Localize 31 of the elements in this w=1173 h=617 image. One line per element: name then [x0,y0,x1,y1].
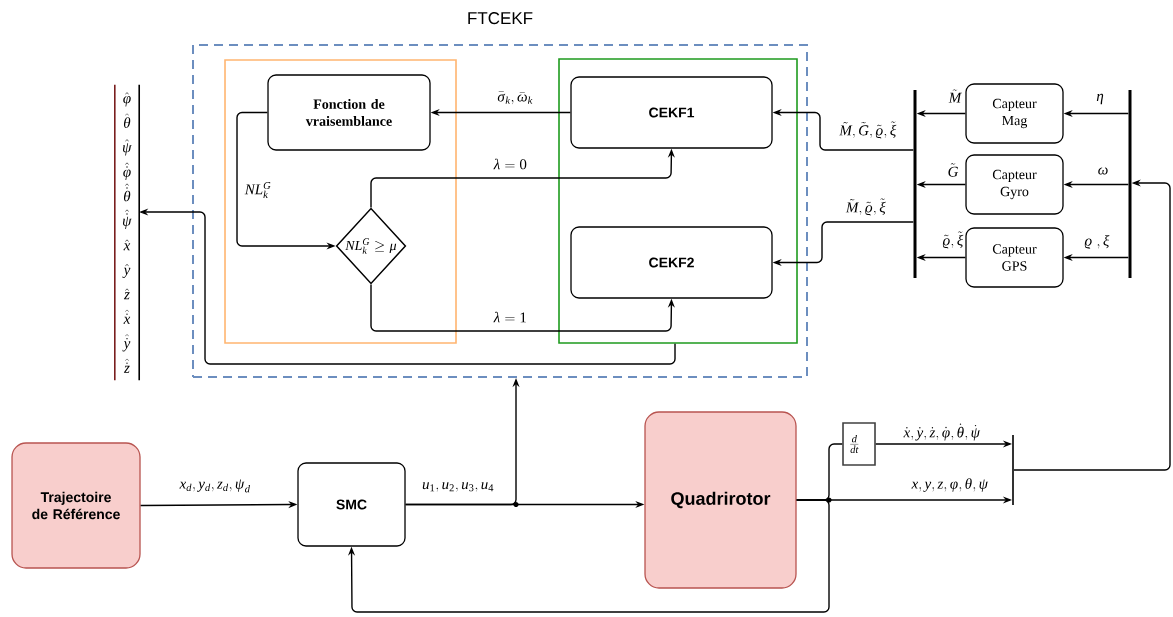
derivative-box: $\frac{d}{dt}$ [842,422,876,466]
edge-label: $\tilde{\varrho}, \tilde{\xi}$ [941,230,965,250]
edge-label: $\tilde{M}$ [947,88,963,104]
frame-title: FTCEKF [468,12,533,25]
edge-label: $u_1, u_2, u_3, u_4$ [421,481,495,493]
edge-label: $x, y, z, \phi, \theta, \psi$ [910,477,990,493]
filter-box: CEKF1 [570,76,773,149]
state-vector: $\hat{\phi}$ $\hat{\theta}$ $\hat{\psi}$ $\hat{\dot{\phi}}$ $\hat{\dot{\theta}}$ $\hat{\dot{\psi}}$ $\hat{x}$ $\hat{y}$ $\hat{z}$ $\hat{\dot{x}}$ $\hat{\dot{y}}$ $\hat{\dot{z}}$ [114,84,140,381]
sensor-box: Capteur GPS [965,227,1064,288]
controller-box: SMC [297,462,406,547]
edge-label: $\eta$ [1095,92,1105,106]
edge-label: $NL_k^G$ [243,181,273,199]
edge-label: $\omega$ [1096,166,1110,176]
group-frame [224,59,457,344]
edge-label: $\tilde{M}, \tilde{\varrho}, \tilde{\xi}$ [844,197,888,217]
sensor-box: Capteur Gyro [965,154,1064,215]
edge-label: $\lambda = 1$ [492,310,528,324]
edge-label: $\tilde{G}$ [946,162,960,178]
edge-label: $\varrho\ , \xi$ [1083,234,1111,250]
reference-box: Trajectoire de Référence [11,442,141,569]
group-frame [558,58,798,344]
filter-box: CEKF2 [570,226,773,299]
process-box: Fonction de vraisemblance [267,74,431,151]
edge-label: $\bar{\sigma}_k, \bar{\omega}_k$ [496,90,534,106]
edge-label: $\lambda = 0$ [492,157,528,171]
edge-label: $\dot{x}, \dot{y}, \dot{z}, \dot{\phi}, \dot{\theta}, \dot{\psi}$ [902,422,982,442]
sensor-box: Capteur Mag [965,83,1064,144]
plant-box: Quadrirotor [644,411,797,589]
arrow [348,499,830,613]
edge-label: $\tilde{M}, \tilde{G}, \tilde{\varrho}, \tilde{\xi}$ [838,120,898,140]
edge-label: $x_d, y_d, z_d, \psi_d$ [178,478,252,494]
